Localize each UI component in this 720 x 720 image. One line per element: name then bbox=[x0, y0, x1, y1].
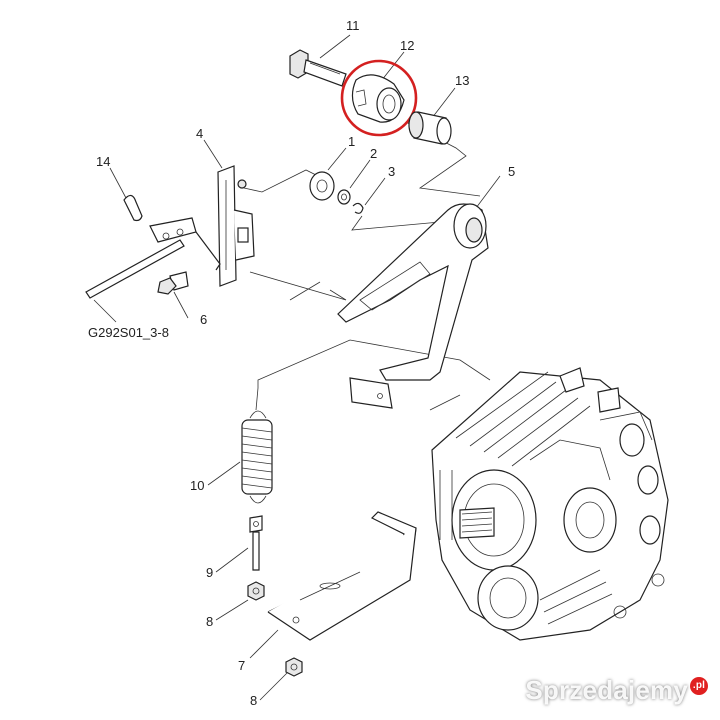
callout-10: 10 bbox=[190, 478, 204, 493]
part-13-sleeve bbox=[408, 111, 452, 145]
part-8-nut-upper bbox=[247, 581, 265, 601]
part-12-bushing bbox=[351, 74, 405, 123]
callout-8-lower: 8 bbox=[250, 693, 257, 708]
drawing-code: G292S01_3-8 bbox=[88, 325, 169, 340]
part-4-bracket bbox=[217, 165, 255, 287]
part-10-spring bbox=[241, 410, 273, 504]
callout-labels: 11 12 13 4 1 2 3 5 14 6 G292S01_3-8 10 9… bbox=[88, 18, 515, 708]
callout-13: 13 bbox=[455, 73, 469, 88]
callout-7: 7 bbox=[238, 658, 245, 673]
part-11-bolt bbox=[289, 49, 347, 87]
part-3-clip bbox=[352, 202, 364, 214]
part-1-bearing bbox=[309, 171, 335, 201]
part-6-bolt bbox=[157, 271, 189, 295]
part-5-pedal-arm bbox=[337, 203, 489, 409]
watermark-text: Sprzedajemy bbox=[525, 675, 688, 705]
callout-12: 12 bbox=[400, 38, 414, 53]
callout-8-upper: 8 bbox=[206, 614, 213, 629]
callout-1: 1 bbox=[348, 134, 355, 149]
callout-2: 2 bbox=[370, 146, 377, 161]
transmission-housing bbox=[431, 367, 669, 641]
part-9-eye-rod bbox=[249, 515, 263, 571]
callout-3: 3 bbox=[388, 164, 395, 179]
callout-9: 9 bbox=[206, 565, 213, 580]
callout-6: 6 bbox=[200, 312, 207, 327]
leader-lines bbox=[93, 34, 501, 701]
callout-4: 4 bbox=[196, 126, 203, 141]
highlight-circle bbox=[340, 59, 418, 137]
part-2-washer bbox=[337, 189, 351, 205]
watermark-suffix: .pl bbox=[690, 676, 708, 695]
callout-11: 11 bbox=[346, 18, 360, 33]
part-7-bracket-plate bbox=[267, 511, 417, 641]
callout-5: 5 bbox=[508, 164, 515, 179]
callout-14: 14 bbox=[96, 154, 110, 169]
watermark-logo: Sprzedajemy.pl bbox=[525, 675, 708, 706]
part-14-cotter-pin bbox=[123, 194, 143, 222]
control-rod bbox=[85, 217, 221, 299]
part-8-nut-lower bbox=[285, 657, 303, 677]
